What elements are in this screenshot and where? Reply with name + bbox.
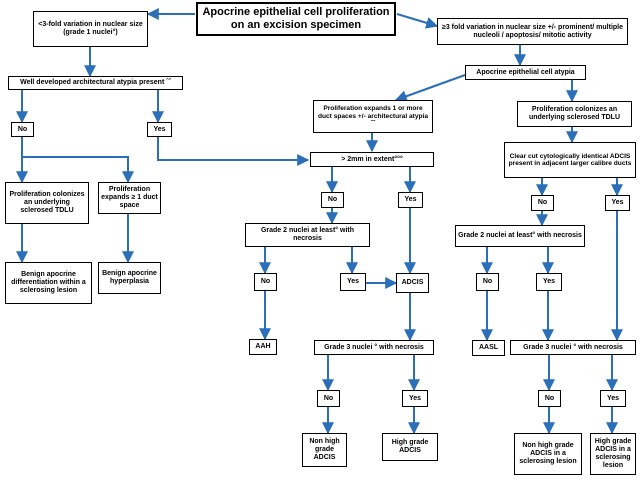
node-aah: AAH bbox=[249, 339, 277, 355]
node-colonizes-right: Proliferation colonizes an underlying sc… bbox=[517, 101, 632, 127]
node-no-right: No bbox=[531, 195, 554, 211]
node-lt3fold: <3-fold variation in nuclear size (grade… bbox=[33, 11, 148, 47]
node-high-grade-right: High grade ADCIS in a sclerosing lesion bbox=[590, 433, 636, 475]
node-clear-cut-adcis: Clear cut cytologically identical ADCIS … bbox=[504, 142, 636, 178]
node-yes-g2-right: Yes bbox=[536, 273, 562, 291]
node-atypia: Apocrine epithelial cell atypia bbox=[465, 65, 586, 80]
node-yes-left: Yes bbox=[147, 122, 172, 137]
arrow-yes-to-2mm bbox=[157, 137, 310, 166]
node-grade3-right: Grade 3 nuclei ° with necrosis bbox=[510, 340, 636, 355]
node-non-high-grade-right: Non high grade ADCIS in a sclerosing les… bbox=[514, 433, 582, 475]
arrow-no-to-expands bbox=[22, 156, 134, 184]
node-well-developed-atypia: Well developed architectural atypia pres… bbox=[8, 76, 183, 90]
arrow-atypia-to-expandsmid bbox=[394, 74, 466, 102]
node-ge3fold: ≥3 fold variation in nuclear size +/- pr… bbox=[437, 18, 628, 45]
node-expands-mid: Proliferation expands 1 or more duct spa… bbox=[313, 100, 433, 133]
node-yes-g2-mid: Yes bbox=[340, 273, 366, 291]
arrow-title-to-ge3fold bbox=[396, 13, 439, 29]
node-grade3-mid: Grade 3 nuclei ° with necrosis bbox=[314, 340, 434, 355]
node-no-g3-mid: No bbox=[317, 390, 340, 407]
node-expands-one: Proliferation expands ≥ 1 duct space bbox=[98, 182, 161, 214]
node-no-mid: No bbox=[321, 192, 344, 208]
node-yes-g3-right: Yes bbox=[600, 390, 626, 407]
node-grade2-mid: Grade 2 nuclei at least° with necrosis bbox=[245, 223, 370, 247]
node-no-g2-right: No bbox=[476, 273, 499, 291]
node-yes-mid: Yes bbox=[398, 192, 423, 208]
node-colonizes-left: Proliferation colonizes an underlying sc… bbox=[5, 182, 89, 224]
node-aasl: AASL bbox=[472, 340, 505, 356]
node-yes-g3-mid: Yes bbox=[402, 390, 428, 407]
node-benign-hyperplasia: Benign apocrine hyperplasia bbox=[98, 262, 161, 294]
node-grade2-right: Grade 2 nuclei at least° with necrosis bbox=[455, 225, 585, 247]
node-no-g3-right: No bbox=[538, 390, 561, 407]
node-yes-right: Yes bbox=[605, 195, 630, 211]
node-no-left: No bbox=[11, 122, 34, 137]
node-no-g2-mid: No bbox=[254, 273, 277, 291]
node-high-grade-mid: High grade ADCIS bbox=[382, 433, 438, 461]
node-adcis: ADCIS bbox=[396, 273, 429, 293]
node-non-high-grade-mid: Non high grade ADCIS bbox=[302, 433, 347, 467]
node-benign-differentiation: Benign apocrine differentiation within a… bbox=[5, 262, 92, 304]
node-gt-2mm: > 2mm in extent°°° bbox=[310, 152, 434, 167]
title-node: Apocrine epithelial cell proliferation o… bbox=[196, 2, 396, 36]
